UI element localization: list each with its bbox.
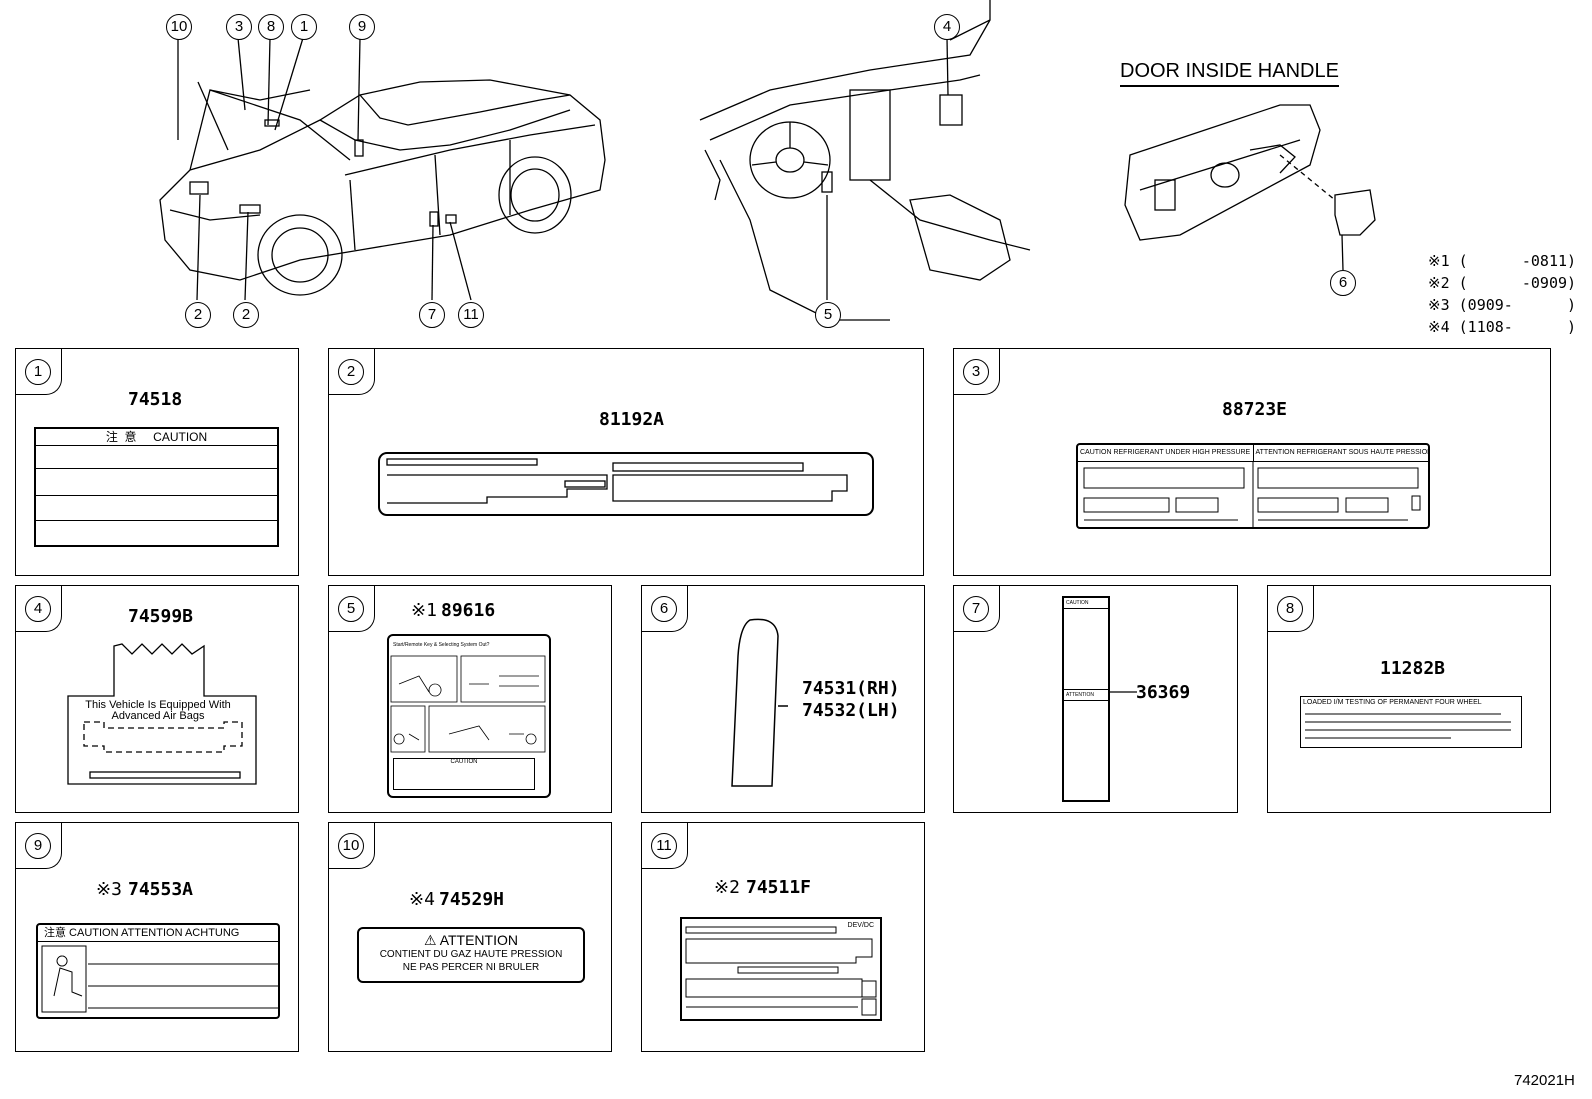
- panel-tab: 6: [642, 586, 688, 632]
- testing-text: LOADED I/M TESTING OF PERMANENT FOUR WHE…: [1303, 699, 1482, 706]
- footnote-3: ※3 (0909- ): [1428, 296, 1577, 314]
- panel-3: 3 88723E CAUTION REFRIGERANT UNDER HIGH …: [953, 348, 1551, 576]
- door-handle-title: DOOR INSIDE HANDLE: [1120, 60, 1339, 87]
- panel-number: 5: [338, 596, 364, 622]
- panel-number: 4: [25, 596, 51, 622]
- footnote-2: ※2 ( -0909): [1428, 274, 1577, 292]
- key-label-caution: CAUTION: [450, 759, 478, 765]
- part-number: 74529H: [439, 889, 505, 910]
- callout-10: 10: [166, 14, 192, 40]
- warning-icon: ⚠: [424, 932, 440, 948]
- footnote-1: ※1 ( -0811): [1428, 252, 1577, 270]
- panel-6: 6 74531(RH) 74532(LH): [641, 585, 925, 813]
- callout-2a: 2: [185, 302, 211, 328]
- panel-tab: 10: [329, 823, 375, 869]
- door-handle-illustration: [1124, 104, 1376, 271]
- caution-label: 注 意 CAUTION: [34, 427, 279, 547]
- part-note: ※1: [411, 600, 437, 621]
- part-number: 81192A: [599, 409, 665, 430]
- panel-tab: 1: [16, 349, 62, 395]
- seat-caution-label: 注意 CAUTION ATTENTION ACHTUNG: [36, 923, 280, 1019]
- panel-10: 10 ※4 74529H ⚠ ATTENTION CONTIENT DU GAZ…: [328, 822, 612, 1052]
- key-system-label: Start/Remote Key & Selecting System Out?…: [387, 634, 551, 798]
- callout-2b: 2: [233, 302, 259, 328]
- tire-label: CAUTION ATTENTION: [1062, 596, 1110, 802]
- caution-header: 注 意 CAUTION: [36, 429, 277, 446]
- part-note: ※2: [714, 877, 740, 898]
- panel-tab: 2: [329, 349, 375, 395]
- attention-line2: NE PAS PERCER NI BRULER: [402, 962, 540, 973]
- callout-7: 7: [419, 302, 445, 328]
- diagram-code: 742021H: [1514, 1072, 1575, 1089]
- part-number: 74518: [128, 389, 183, 410]
- attention-text: ATTENTION REFRIGERANT SOUS HAUTE PRESSIO…: [1255, 449, 1429, 456]
- panel-number: 6: [651, 596, 677, 622]
- callout-11: 11: [458, 302, 484, 328]
- panel-number: 1: [25, 359, 51, 385]
- key-label-title: Start/Remote Key & Selecting System Out?: [393, 642, 490, 648]
- callout-4: 4: [934, 14, 960, 40]
- seat-caution-header: 注意 CAUTION ATTENTION ACHTUNG: [38, 925, 278, 942]
- callout-5: 5: [815, 302, 841, 328]
- panel-tab: 5: [329, 586, 375, 632]
- callout-9: 9: [349, 14, 375, 40]
- part-note: ※4: [409, 889, 435, 910]
- panel-number: 11: [651, 833, 677, 859]
- refrigerant-label: CAUTION REFRIGERANT UNDER HIGH PRESSURE …: [1076, 443, 1430, 529]
- part-number: 36369: [1136, 682, 1191, 703]
- panel-5: 5 ※1 89616 Start/Remote Key & Selecting …: [328, 585, 612, 813]
- part-number: 89616: [441, 600, 496, 621]
- panel-1: 1 74518 注 意 CAUTION: [15, 348, 299, 576]
- tire-attention: ATTENTION: [1064, 690, 1108, 701]
- part-number: 74511F: [746, 877, 812, 898]
- airbag-line1: This Vehicle Is Equipped With: [85, 699, 231, 711]
- panel-9: 9 ※3 74553A 注意 CAUTION ATTENTION ACHTUNG: [15, 822, 299, 1052]
- callout-3: 3: [226, 14, 252, 40]
- panel-number: 8: [1277, 596, 1303, 622]
- handle-label-shape: [731, 618, 788, 787]
- footnote-4: ※4 (1108- ): [1428, 318, 1577, 336]
- panel-tab: 9: [16, 823, 62, 869]
- airbag-label-outline: [67, 643, 257, 785]
- panel-2: 2 81192A: [328, 348, 924, 576]
- panel-4: 4 74599B This Vehicle Is Equipped With A…: [15, 585, 299, 813]
- panel-number: 3: [963, 359, 989, 385]
- airbag-line2: Advanced Air Bags: [111, 710, 205, 722]
- vin-label: DEV/DC: [680, 917, 882, 1021]
- gas-attention-label: ⚠ ATTENTION CONTIENT DU GAZ HAUTE PRESSI…: [357, 927, 585, 983]
- panel-7: 7 CAUTION ATTENTION 36369: [953, 585, 1238, 813]
- part-number: 88723E: [1222, 399, 1288, 420]
- part-number: 11282B: [1380, 658, 1446, 679]
- car-interior-illustration: [699, 0, 1031, 321]
- panel-8: 8 11282B LOADED I/M TESTING OF PERMANENT…: [1267, 585, 1551, 813]
- callout-1: 1: [291, 14, 317, 40]
- panel-tab: 4: [16, 586, 62, 632]
- panel-number: 7: [963, 596, 989, 622]
- part-number: 74599B: [128, 606, 194, 627]
- label-81192A: [378, 452, 874, 516]
- panel-tab: 7: [954, 586, 1000, 632]
- callout-6: 6: [1330, 270, 1356, 296]
- attention-title: ⚠ ATTENTION: [424, 932, 518, 948]
- panel-11: 11 ※2 74511F DEV/DC: [641, 822, 925, 1052]
- part-note: ※3: [96, 879, 122, 900]
- tire-caution: CAUTION: [1064, 598, 1108, 609]
- callout-8: 8: [258, 14, 284, 40]
- car-exterior-illustration: [159, 37, 606, 301]
- panel-number: 10: [338, 833, 364, 859]
- part-number-lh: 74532(LH): [802, 700, 900, 721]
- caution-text: CAUTION REFRIGERANT UNDER HIGH PRESSURE: [1078, 445, 1254, 461]
- attention-line1: CONTIENT DU GAZ HAUTE PRESSION: [379, 949, 563, 960]
- part-number-rh: 74531(RH): [802, 678, 900, 699]
- part-number: 74553A: [128, 879, 194, 900]
- panel-tab: 3: [954, 349, 1000, 395]
- panel-number: 2: [338, 359, 364, 385]
- vin-tag: DEV/DC: [847, 922, 874, 929]
- panel-number: 9: [25, 833, 51, 859]
- panel-tab: 8: [1268, 586, 1314, 632]
- testing-label: LOADED I/M TESTING OF PERMANENT FOUR WHE…: [1300, 696, 1522, 748]
- panel-tab: 11: [642, 823, 688, 869]
